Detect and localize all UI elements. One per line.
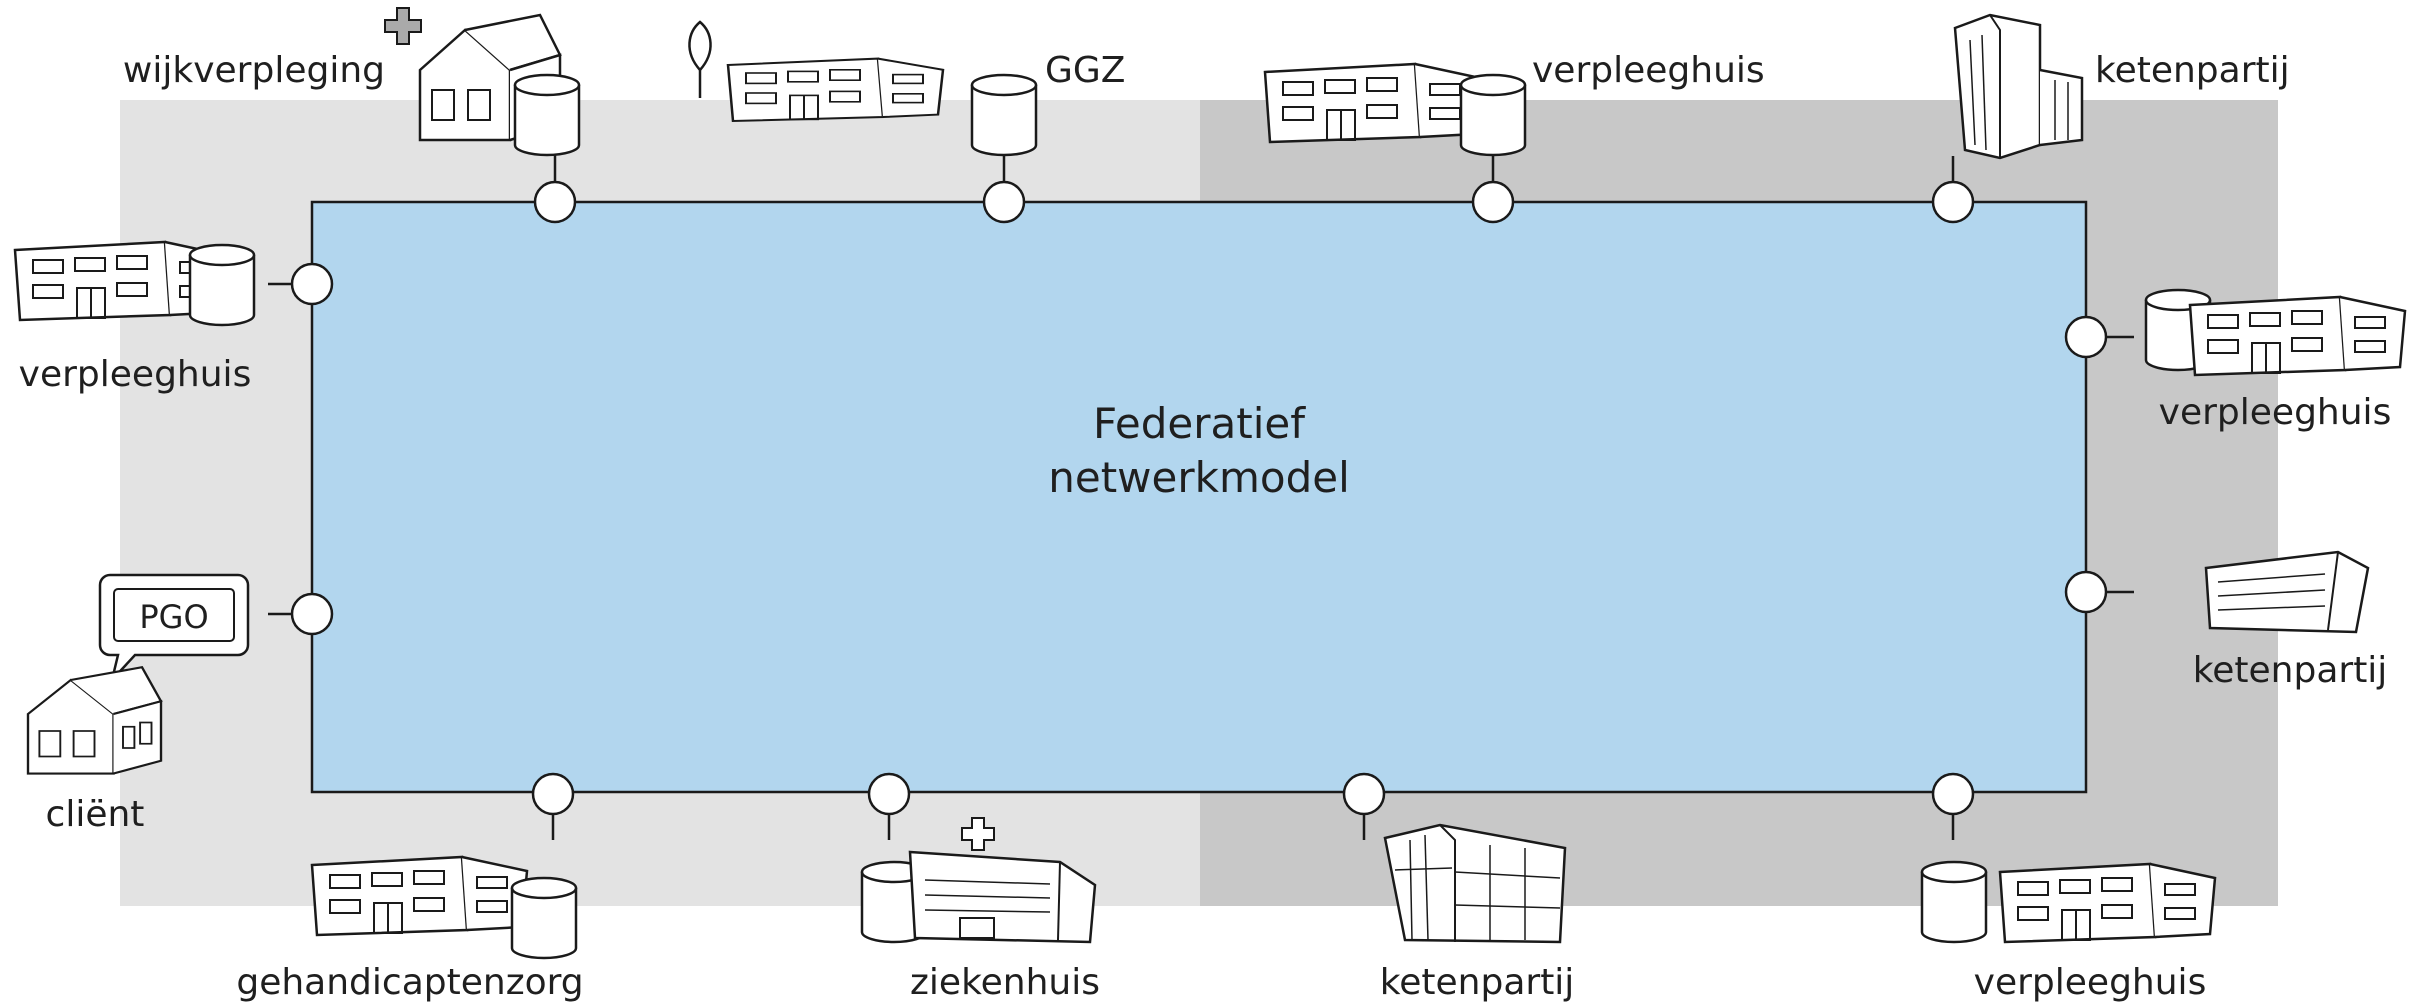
node-label: GGZ: [1045, 50, 1125, 91]
node-label: gehandicaptenzorg: [236, 962, 583, 1003]
network-title-line-2: netwerkmodel: [1048, 453, 1350, 502]
node-label: verpleeghuis: [19, 354, 252, 395]
node-verpleeghuis-bottom[interactable]: verpleeghuis: [1920, 772, 2217, 1003]
connection-point[interactable]: [531, 772, 575, 816]
network-area: [310, 200, 2088, 794]
connection-point[interactable]: [1471, 180, 1515, 224]
network-title-line-1: Federatief: [1093, 399, 1306, 448]
node-label: verpleeghuis: [1974, 962, 2207, 1003]
node-label: wijkverpleging: [123, 50, 385, 91]
node-label: verpleeghuis: [2159, 392, 2392, 433]
glass-office-icon: [1383, 823, 1567, 944]
node-ketenpartij-top[interactable]: ketenpartij: [1931, 13, 2290, 224]
connection-point[interactable]: [2064, 315, 2108, 359]
building-with-leaf-and-database-icon: [688, 20, 1038, 157]
house-with-speech-bubble-icon: [26, 573, 250, 775]
node-label: ketenpartij: [2193, 650, 2388, 691]
node-ketenpartij-bottom[interactable]: ketenpartij: [1342, 772, 1575, 1003]
node-ziekenhuis[interactable]: ziekenhuis: [860, 772, 1100, 1003]
office-block-icon: [2204, 550, 2370, 634]
node-verpleeghuis-left[interactable]: verpleeghuis: [13, 240, 334, 395]
building-with-database-icon: [13, 240, 256, 327]
connection-point[interactable]: [1931, 772, 1975, 816]
node-label: verpleeghuis: [1532, 50, 1765, 91]
connection-point[interactable]: [1931, 180, 1975, 224]
tower-building-icon: [1953, 13, 2084, 160]
node-wijkverpleging[interactable]: wijkverpleging: [123, 7, 581, 224]
node-ggz[interactable]: GGZ: [688, 20, 1125, 224]
node-verpleeghuis-top[interactable]: verpleeghuis: [1263, 50, 1765, 224]
node-label: ketenpartij: [2095, 50, 2290, 91]
connection-point[interactable]: [290, 262, 334, 306]
node-label: ketenpartij: [1380, 962, 1575, 1003]
connection-point[interactable]: [982, 180, 1026, 224]
node-ketenpartij-right[interactable]: ketenpartij: [2064, 550, 2388, 691]
node-client[interactable]: PGO cliënt: [26, 573, 334, 835]
node-label: ziekenhuis: [910, 962, 1100, 1003]
hospital-with-cross-icon: [860, 817, 1097, 944]
building-with-database-icon: [1920, 860, 2217, 944]
node-gehandicaptenzorg[interactable]: gehandicaptenzorg: [236, 772, 584, 1003]
connection-point[interactable]: [290, 592, 334, 636]
connection-point[interactable]: [867, 772, 911, 816]
pgo-bubble-text: PGO: [139, 598, 208, 636]
node-label: cliënt: [46, 794, 145, 835]
connection-point[interactable]: [533, 180, 577, 224]
connection-point[interactable]: [1342, 772, 1386, 816]
connection-point[interactable]: [2064, 570, 2108, 614]
house-with-cross-and-database-icon: [384, 7, 581, 157]
node-verpleeghuis-right[interactable]: verpleeghuis: [2064, 288, 2407, 433]
building-with-database-icon: [2144, 288, 2407, 377]
